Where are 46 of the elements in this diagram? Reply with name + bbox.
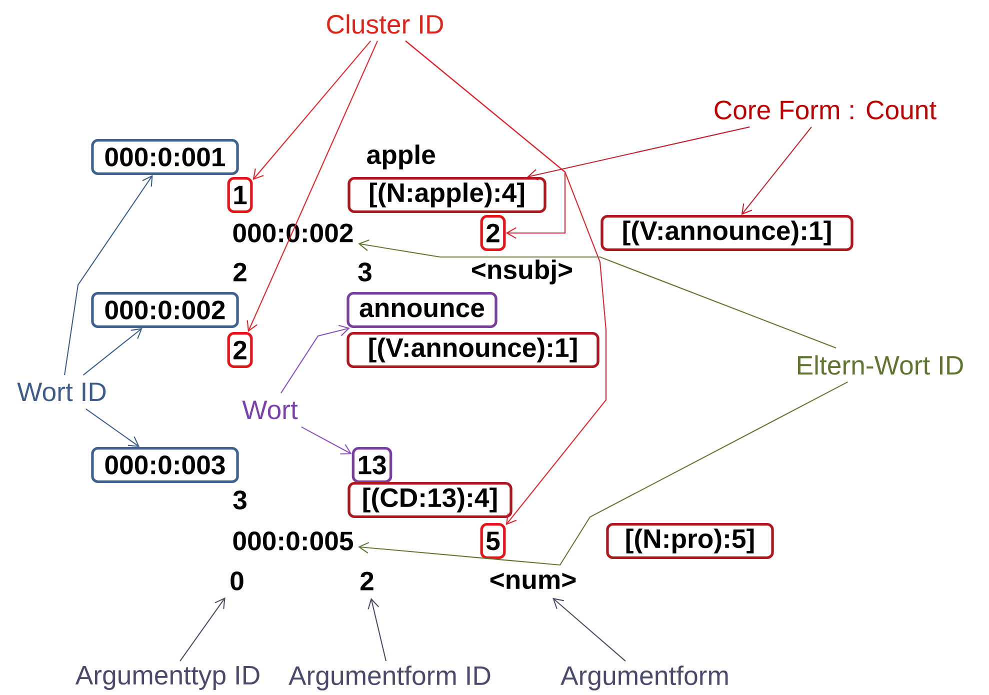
callout-label: Cluster ID xyxy=(327,14,443,34)
arrow xyxy=(252,40,372,180)
value-text: <nsubj> xyxy=(472,260,572,284)
cluster-id-box: 2 xyxy=(227,332,253,368)
callout-label: Argumenttyp ID xyxy=(75,666,260,690)
word-box: 13 xyxy=(352,447,392,483)
value-text: apple xyxy=(367,144,436,170)
core-form-box: [(CD:13):4] xyxy=(348,482,512,518)
value-text: 2 xyxy=(360,572,374,590)
arrow xyxy=(405,40,607,526)
arrow xyxy=(358,240,836,349)
callout-label: Argumentform ID xyxy=(288,666,490,690)
cluster-id-box: 2 xyxy=(480,215,506,251)
callout-label: Eltern-Wort ID xyxy=(798,355,963,375)
arrow xyxy=(301,426,352,454)
arrow xyxy=(741,126,812,215)
value-text: 000:0:005 xyxy=(233,532,354,550)
value-text: 3 xyxy=(358,262,372,282)
core-form-box: [(N:pro):5] xyxy=(606,523,774,559)
id-box: 000:0:003 xyxy=(91,447,239,483)
arrow xyxy=(368,598,386,662)
callout-label: Argumentform xyxy=(560,666,728,690)
arrow xyxy=(280,324,350,394)
arrow xyxy=(64,175,153,376)
value-text: 2 xyxy=(234,262,246,282)
callout-label: Wort ID xyxy=(17,382,106,402)
arrow xyxy=(86,408,140,447)
arrow xyxy=(527,126,750,180)
core-form-box: [(V:announce):1] xyxy=(346,332,600,368)
core-form-box: [(N:apple):4] xyxy=(348,177,546,213)
id-box: 000:0:001 xyxy=(91,139,239,175)
cluster-id-box: 5 xyxy=(480,523,506,559)
cluster-id-box: 1 xyxy=(227,177,253,213)
word-box: announce xyxy=(346,292,498,328)
value-text: 3 xyxy=(233,490,246,510)
core-form-box: [(V:announce):1] xyxy=(600,215,854,251)
value-text: 0 xyxy=(230,572,244,590)
arrow xyxy=(82,328,142,376)
callout-label: Wort xyxy=(242,400,298,420)
arrow xyxy=(246,40,378,332)
value-text: <num> xyxy=(490,572,576,590)
arrow xyxy=(180,597,226,662)
arrow xyxy=(358,381,848,566)
callout-label: Core Form : Count xyxy=(714,100,936,120)
id-box: 000:0:002 xyxy=(91,292,239,328)
arrow xyxy=(552,598,626,662)
